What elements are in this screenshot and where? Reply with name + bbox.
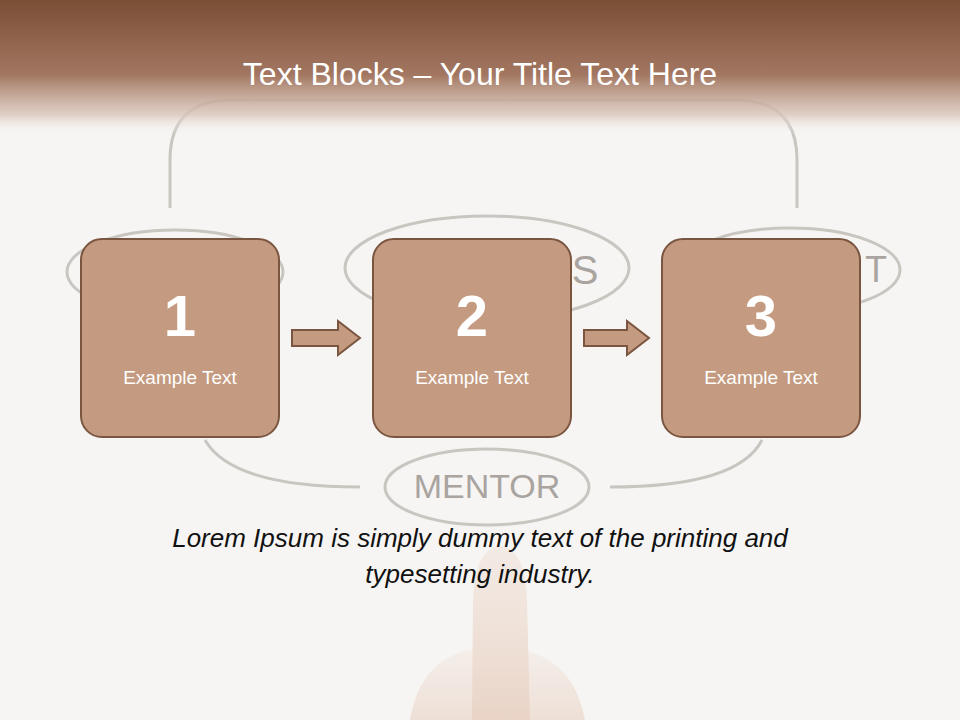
step-number: 3 — [745, 287, 777, 345]
watermark-word: T — [865, 250, 887, 290]
caption-text: Lorem Ipsum is simply dummy text of the … — [150, 520, 810, 592]
watermark-word: MENTOR — [414, 468, 561, 505]
hand — [410, 650, 585, 720]
loop-line — [610, 440, 762, 487]
process-box: 3Example Text — [661, 238, 861, 438]
slide-title: Text Blocks – Your Title Text Here — [0, 54, 960, 94]
sketch-ellipse — [385, 449, 589, 525]
step-number: 2 — [456, 287, 488, 345]
step-text: Example Text — [415, 367, 529, 389]
watermark-word: S — [572, 248, 599, 292]
loop-line — [205, 440, 360, 487]
mentor-sketch — [67, 100, 900, 525]
process-box: 1Example Text — [80, 238, 280, 438]
flow-arrow — [292, 321, 360, 355]
process-box: 2Example Text — [372, 238, 572, 438]
flow-arrow — [584, 321, 649, 355]
title-band — [0, 0, 960, 135]
step-text: Example Text — [704, 367, 818, 389]
step-number: 1 — [164, 287, 196, 345]
step-text: Example Text — [123, 367, 237, 389]
